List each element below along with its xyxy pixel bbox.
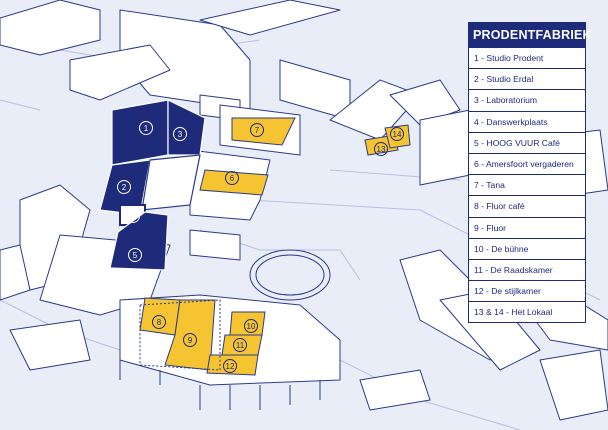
legend-panel: PRODENTFABRIEK 1 - Studio Prodent 2 - St… [468,22,592,324]
marker-circle-7 [250,123,264,137]
legend-item: 2 - Studio Erdal [469,68,585,89]
legend-item: 3 - Laboratorium [469,89,585,110]
venue-spaces-yellow [139,117,411,376]
space-1[interactable] [111,99,169,166]
building [419,109,471,186]
marker-label-5: 5 [133,251,138,260]
fluor-outline [139,299,221,371]
marker-label-13: 13 [377,145,386,154]
space-6[interactable] [199,169,269,196]
roundabout-inner [255,254,325,296]
marker-label-11: 11 [236,341,245,350]
building [0,0,101,56]
marker-label-10: 10 [247,322,256,331]
marker-label-1: 1 [144,124,149,133]
marker-label-14: 14 [393,130,402,139]
space-5[interactable] [109,211,169,271]
marker-circle-12 [223,359,237,373]
building [0,244,31,301]
marker-circle-13 [374,142,388,156]
legend-item: 10 - De bühne [469,237,585,259]
legend-item: 11 - De Raadskamer [469,258,585,280]
marker-circle-5 [128,248,142,262]
building [389,79,461,126]
marker-label-9: 9 [188,336,193,345]
legend-item: 9 - Fluor [469,216,585,238]
legend-item: 12 - De stijlkamer [469,280,585,301]
legend-item: 5 - HOOG VUUR Café [469,131,585,153]
legend-item: 7 - Tana [469,174,585,195]
marker-label-2: 2 [122,183,127,192]
legend-title: PRODENTFABRIEK [469,23,592,47]
marker-circle-10 [244,319,258,333]
legend-item: 1 - Studio Prodent [469,47,585,68]
legend-item: 8 - Fluor café [469,195,585,216]
building [199,0,341,36]
marker-label-3: 3 [178,130,183,139]
building [69,44,171,101]
marker-label-4: 4 [131,212,136,221]
marker-label-6: 6 [230,174,235,183]
arcade-columns [119,360,321,410]
building [539,349,608,421]
marker-label-7: 7 [255,126,260,135]
marker-circle-3 [173,127,187,141]
marker-circle-6 [225,171,239,185]
marker-circle-8 [152,315,166,329]
legend-item: 4 - Danswerkplaats [469,110,585,132]
marker-label-8: 8 [157,318,162,327]
marker-circle-4 [126,209,140,223]
marker-circle-11 [233,338,247,352]
building [359,369,431,411]
legend-item: 6 - Amersfoort vergaderen [469,152,585,174]
venue-spaces-navy [99,99,206,271]
roundabout [249,249,331,301]
space-9[interactable] [164,299,216,371]
building [189,229,241,261]
marker-circle-1 [139,121,153,135]
courtyard [141,154,201,211]
marker-circle-14 [390,127,404,141]
marker-label-12: 12 [226,362,235,371]
building [9,319,91,371]
legend-item: 13 & 14 - Het Lokaal [469,301,585,322]
marker-circle-2 [117,180,131,194]
marker-circle-9 [183,333,197,347]
